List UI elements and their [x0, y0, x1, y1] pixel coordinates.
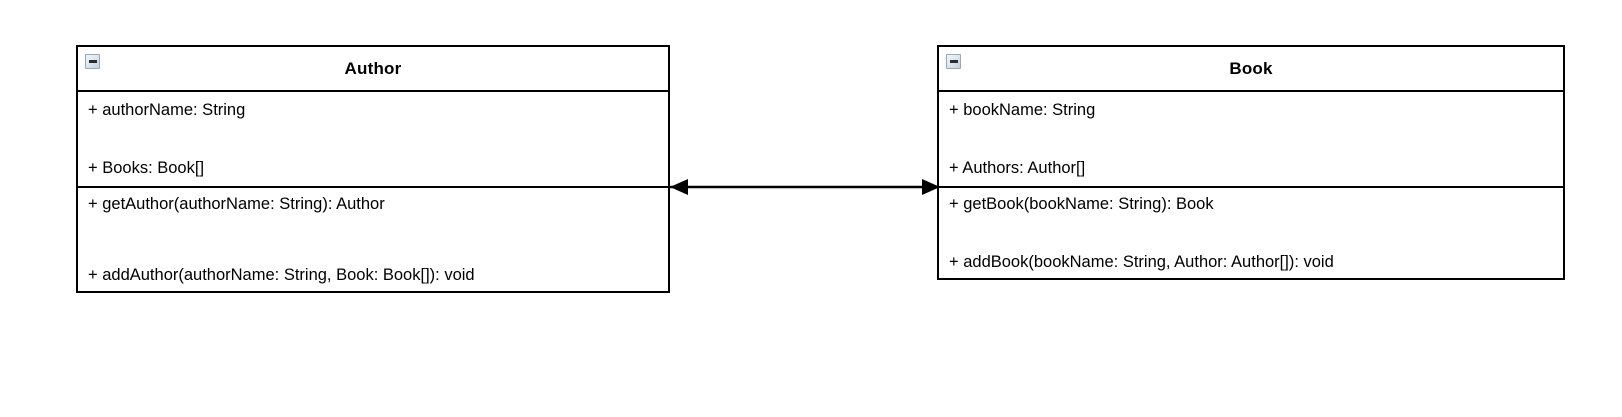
arrowhead-right-icon — [922, 179, 940, 195]
attribute-row: + Authors: Author[] — [949, 159, 1086, 177]
collapse-minus-icon[interactable] — [946, 54, 961, 69]
association-line — [670, 179, 940, 195]
collapse-minus-icon[interactable] — [85, 54, 100, 69]
uml-class-book-header: Book — [939, 47, 1563, 92]
method-row: + addBook(bookName: String, Author: Auth… — [949, 253, 1334, 271]
uml-class-author[interactable]: Author + authorName: String + Books: Boo… — [76, 45, 670, 293]
association-connector-author-book[interactable] — [664, 172, 944, 202]
uml-class-book-methods: + getBook(bookName: String): Book + addB… — [939, 188, 1563, 278]
attribute-row: + authorName: String — [88, 100, 246, 119]
minus-glyph — [949, 60, 958, 63]
method-row: + addAuthor(authorName: String, Book: Bo… — [88, 265, 475, 284]
uml-class-author-methods: + getAuthor(authorName: String): Author … — [78, 188, 668, 291]
minus-glyph — [88, 60, 97, 63]
uml-class-author-header: Author — [78, 47, 668, 92]
uml-class-author-title: Author — [344, 59, 402, 78]
method-row: + getAuthor(authorName: String): Author — [88, 195, 385, 213]
uml-class-author-attributes: + authorName: String + Books: Book[] — [78, 92, 668, 188]
attribute-row: + bookName: String — [949, 100, 1096, 119]
arrowhead-left-icon — [670, 179, 688, 195]
uml-class-book[interactable]: Book + bookName: String + Authors: Autho… — [937, 45, 1565, 280]
attribute-row: + Books: Book[] — [88, 159, 205, 177]
method-row: + getBook(bookName: String): Book — [949, 194, 1214, 213]
uml-class-book-attributes: + bookName: String + Authors: Author[] — [939, 92, 1563, 188]
uml-class-book-title: Book — [1229, 59, 1273, 78]
